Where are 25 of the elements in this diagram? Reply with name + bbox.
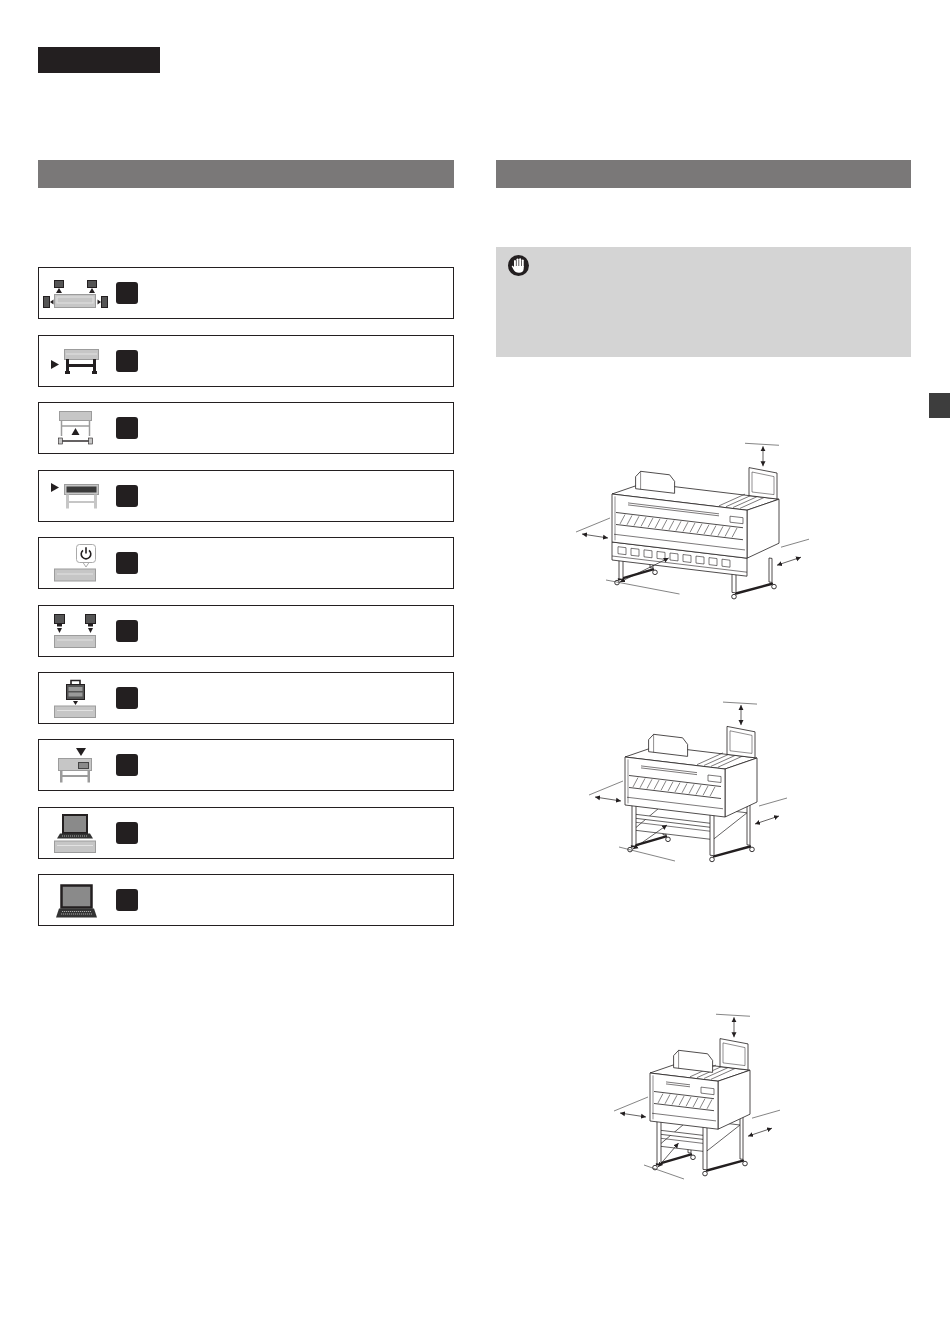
step-box <box>38 739 454 791</box>
title-bar <box>38 47 160 73</box>
note-panel <box>496 247 911 357</box>
number-badge <box>116 485 138 507</box>
step-box <box>38 874 454 926</box>
number-badge <box>116 350 138 372</box>
section-header-bar <box>496 160 911 188</box>
step-box <box>38 402 454 454</box>
step-box <box>38 672 454 724</box>
number-badge <box>116 889 138 911</box>
step-box <box>38 267 454 319</box>
number-badge <box>116 417 138 439</box>
number-badge <box>116 620 138 642</box>
number-badge <box>116 822 138 844</box>
step-box <box>38 537 454 589</box>
number-badge <box>116 552 138 574</box>
section-header-bar <box>38 160 454 188</box>
number-badge <box>116 754 138 776</box>
number-badge <box>116 282 138 304</box>
step-box <box>38 605 454 657</box>
step-box <box>38 807 454 859</box>
step-box <box>38 335 454 387</box>
number-badge <box>116 687 138 709</box>
step-box <box>38 470 454 522</box>
page-tab <box>929 393 950 418</box>
